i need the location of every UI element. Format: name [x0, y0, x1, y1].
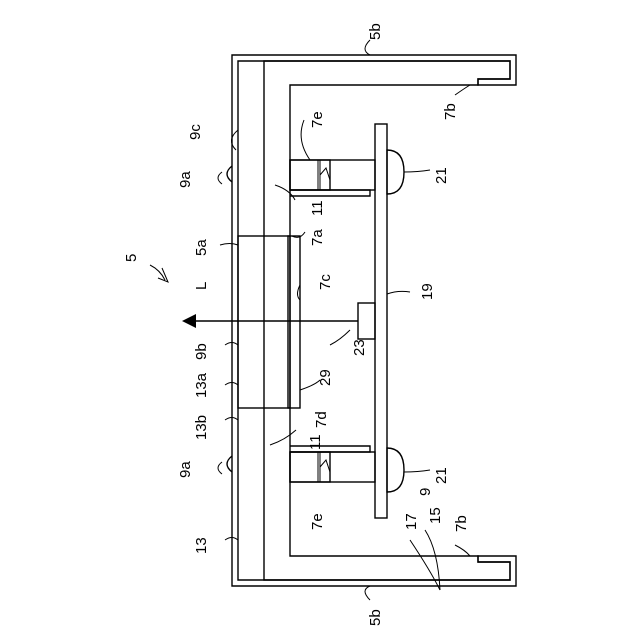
- label-7e-top: 7e: [309, 111, 326, 128]
- cap-21-bottom: [387, 448, 404, 492]
- label-15: 15: [427, 507, 444, 524]
- label-7d: 7d: [313, 411, 330, 428]
- labels: 5 5b 7b 9c 9a 7e 21 11 5a 7a L 7c 19 9b …: [123, 23, 470, 626]
- bump-9a-bottom: [227, 456, 232, 472]
- component-23: [358, 303, 375, 339]
- label-7b-bottom: 7b: [453, 515, 470, 532]
- label-13b: 13b: [193, 415, 210, 440]
- post-bottom: [290, 452, 375, 482]
- label-5a: 5a: [193, 239, 210, 256]
- label-17: 17: [403, 513, 420, 530]
- label-5b-top: 5b: [367, 23, 384, 40]
- cavity-7e-top: [290, 160, 330, 190]
- label-13a: 13a: [193, 372, 210, 398]
- wall-13-lower: [238, 408, 264, 580]
- label-11-top: 11: [309, 200, 326, 216]
- label-9a-bottom: 9a: [177, 461, 194, 478]
- bump-9a-top: [227, 166, 232, 182]
- label-29: 29: [317, 369, 334, 386]
- label-9a-top: 9a: [177, 171, 194, 188]
- label-21-bottom: 21: [433, 467, 450, 484]
- label-7e-bottom: 7e: [309, 513, 326, 530]
- label-L: L: [193, 282, 210, 290]
- label-13: 13: [193, 537, 210, 554]
- label-7a: 7a: [309, 229, 326, 246]
- label-7c: 7c: [317, 274, 334, 290]
- shelf-11-bottom: [290, 446, 370, 452]
- cap-21-top: [387, 150, 404, 194]
- label-11-bottom: 11: [307, 434, 324, 450]
- label-9b: 9b: [193, 343, 210, 360]
- pcb-19: [375, 124, 387, 518]
- label-19: 19: [419, 283, 436, 300]
- label-5b-bottom: 5b: [367, 609, 384, 626]
- label-23: 23: [351, 339, 368, 356]
- label-7b-top: 7b: [442, 103, 459, 120]
- label-21-top: 21: [433, 167, 450, 184]
- wall-13: [238, 61, 264, 236]
- label-5: 5: [123, 254, 140, 262]
- shelf-11-top: [290, 190, 370, 196]
- cavity-7e-bottom: [290, 452, 330, 482]
- label-9: 9: [417, 488, 434, 496]
- post-top: [290, 160, 375, 190]
- axis-L: [182, 314, 358, 328]
- label-9c: 9c: [187, 124, 204, 140]
